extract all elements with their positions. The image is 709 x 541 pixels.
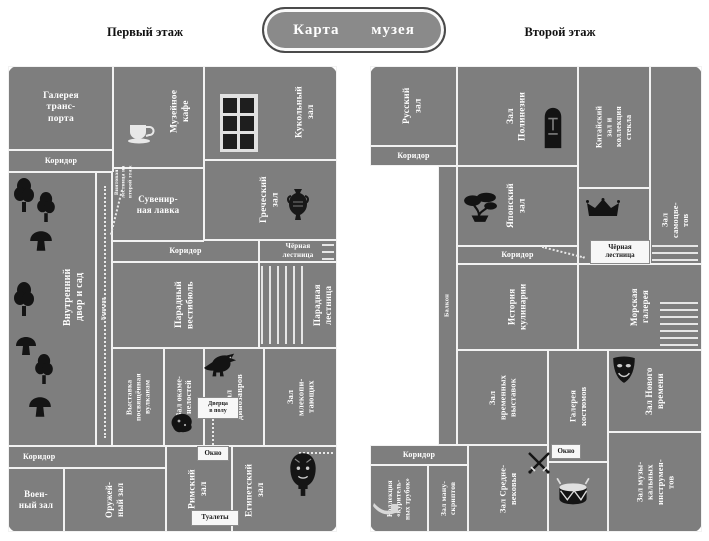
dinosaur-icon (203, 352, 237, 378)
room-corridor-mid-f1: Коридор (112, 240, 259, 262)
room-courtyard (8, 172, 96, 446)
mushroom-icon (28, 230, 54, 252)
room-temporary-exhibits: Зал временных выставок (457, 350, 548, 445)
tree-icon (13, 282, 35, 316)
dotted-path (212, 419, 214, 445)
room-grand-staircase (259, 262, 337, 348)
dotted-path (299, 452, 333, 454)
window-box-f2: Окно (551, 444, 581, 459)
room-gems-hall (650, 66, 702, 264)
room-museum-cafe (112, 66, 204, 168)
smoking-pipe-icon (373, 502, 399, 518)
tree-icon (36, 192, 56, 222)
room-corridor-top-f1: Коридор (8, 150, 114, 172)
room-music-instruments-hall: Зал музы- кальных инструмен- тов (608, 432, 702, 532)
window-box-f1: Окно (197, 446, 229, 461)
room-russian-hall: Русский зал (370, 66, 457, 146)
dotted-path (104, 186, 106, 438)
toilets-box: Туалеты (191, 510, 239, 526)
pharaoh-mask-icon (288, 452, 318, 496)
stairs-hatch (660, 298, 698, 346)
room-corridor-bottom-f2: Коридор (370, 445, 468, 465)
spiral-stairs-note: Винтовая лестница на второй этаж (113, 165, 134, 199)
room-military-hall: Воен- ный зал (8, 468, 64, 532)
room-egyptian-hall (232, 446, 337, 532)
mushroom-icon (14, 336, 38, 356)
mushroom-icon (27, 396, 53, 418)
open-area (370, 166, 438, 445)
fossil-icon (169, 412, 195, 434)
moai-icon (540, 102, 566, 154)
amphora-icon (286, 188, 310, 224)
tree-icon (13, 178, 35, 212)
drum-icon (556, 478, 590, 508)
room-manuscripts-hall: Зал ману- скриптов (428, 465, 468, 532)
bonsai-icon (462, 192, 498, 222)
gems-hall-label: Зал самоцве- тов (659, 202, 691, 238)
room-transport-gallery: Галерея транс- порта (8, 66, 114, 150)
room-corridor-bottom-f1: Коридор (8, 446, 166, 468)
stairs-hatch (652, 241, 698, 261)
room-souvenir-shop: Сувенир- ная лавка (112, 168, 204, 242)
black-stairs-box-f2: Чёрная лестница (590, 240, 650, 264)
room-mammal-hall: Зал млекопи- тающих (264, 348, 337, 446)
floor2-header: Второй этаж (524, 24, 596, 39)
room-grand-vestibule: Парадный вестибюль (112, 262, 259, 348)
window-icon (220, 94, 258, 152)
map-title: Карта музея (262, 7, 446, 53)
room-pipes-collection: Коллекция «куритель- ных трубок» (370, 465, 428, 532)
room-black-stairs-f1: Чёрная лестница (259, 240, 337, 262)
room-chinese-hall: Китайский зал и коллекция стекла (578, 66, 650, 188)
crown-icon (586, 198, 620, 218)
floor-door-box: Дверца в полу (197, 397, 239, 419)
grand-staircase-label: Парадная лестница (312, 284, 333, 326)
coffee-cup-icon (126, 122, 156, 144)
room-doll-hall (204, 66, 337, 160)
theater-mask-icon (612, 356, 636, 384)
tree-icon (34, 354, 54, 384)
crossed-swords-icon (526, 450, 552, 476)
room-balcony: Балкон (438, 166, 457, 445)
courtyard-label: Внутренний двор и сад (61, 268, 85, 326)
room-cooking-history: История кулинарии (457, 264, 578, 350)
room-corridor-mid-f2: Коридор (457, 246, 578, 264)
egyptian-hall-label: Египетский зал (244, 463, 266, 517)
room-volcano-exhibit: Выставка посвящённая вулканам (112, 348, 164, 446)
room-corridor-top-f2: Коридор (370, 146, 457, 166)
floor1-header: Первый этаж (106, 24, 184, 39)
doll-hall-label: Кукольный зал (294, 86, 316, 138)
stairs-hatch (261, 266, 309, 344)
room-weapons-hall: Оружей- ный зал (64, 468, 166, 532)
room-music-hall-annex (548, 462, 608, 532)
cafe-label: Музейное кафе (169, 89, 191, 133)
room-greek-hall: Греческий зал (204, 160, 337, 240)
stairs-hatch (322, 243, 334, 260)
